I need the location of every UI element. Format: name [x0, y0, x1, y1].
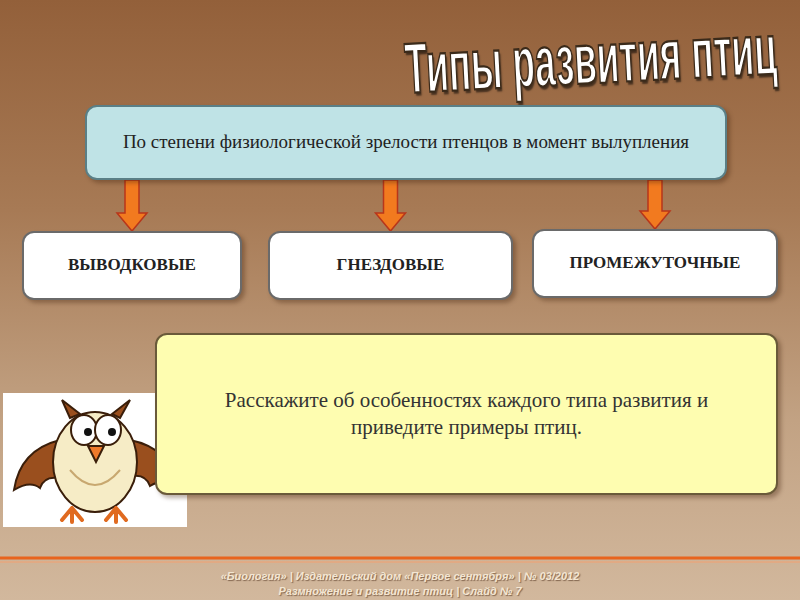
- box-text: По степени физиологической зрелости птен…: [123, 130, 689, 155]
- box-text: ПРОМЕЖУТОЧНЫЕ: [570, 252, 741, 274]
- criterion-box: По степени физиологической зрелости птен…: [85, 105, 727, 180]
- text-stack: ГНЕЗДОВЫЕ: [337, 254, 445, 276]
- text-stack: Расскажите об особенностях каждого типа …: [167, 387, 766, 442]
- text-stack: ВЫВОДКОВЫЕ: [68, 254, 196, 276]
- text-stack: По степени физиологической зрелости птен…: [123, 130, 689, 155]
- type-box: ПРОМЕЖУТОЧНЫЕ: [532, 229, 778, 298]
- footer-text: «Биология» | Издательский дом «Первое се…: [0, 570, 800, 582]
- box-text: ВЫВОДКОВЫЕ: [68, 254, 196, 276]
- footer-line: [0, 562, 800, 563]
- type-box: ГНЕЗДОВЫЕ: [268, 231, 513, 300]
- box-text: ГНЕЗДОВЫЕ: [337, 254, 445, 276]
- footer-text: Размножение и развитие птиц | Слайд № 7: [0, 585, 800, 597]
- arrow-shape: [117, 180, 147, 231]
- box-text: Расскажите об особенностях каждого типа …: [167, 387, 766, 442]
- block-arrow: [376, 180, 406, 231]
- text-stack: ПРОМЕЖУТОЧНЫЕ: [570, 252, 741, 274]
- arrow-shape: [640, 180, 670, 229]
- footer-line: [0, 557, 800, 560]
- slide-title: Типы развития птиц: [403, 8, 779, 109]
- block-arrow: [117, 180, 147, 231]
- arrow-shape: [376, 180, 406, 231]
- task-box: Расскажите об особенностях каждого типа …: [155, 333, 778, 495]
- block-arrow: [640, 180, 670, 229]
- type-box: ВЫВОДКОВЫЕ: [22, 231, 242, 300]
